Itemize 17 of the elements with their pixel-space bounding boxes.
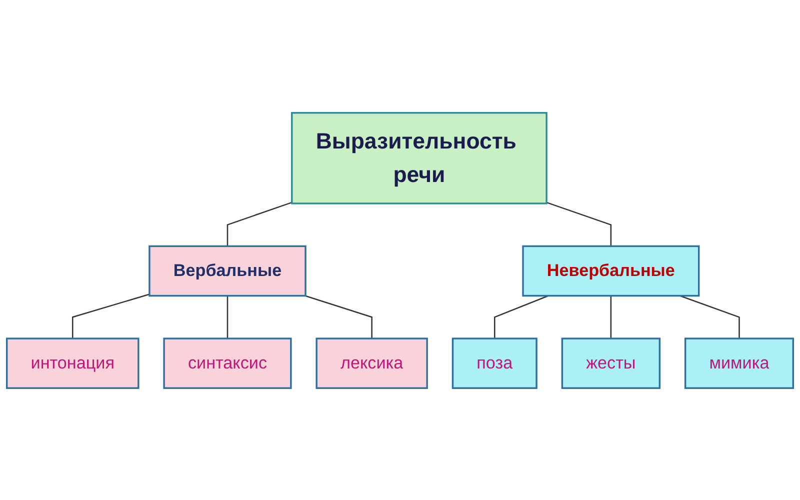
connector	[494, 294, 549, 338]
connector	[304, 294, 372, 338]
connector	[546, 201, 612, 246]
node-box: Выразительность речи	[291, 112, 548, 204]
connector	[226, 295, 228, 338]
node-box: мимика	[684, 337, 794, 388]
node-box: поза	[452, 337, 538, 388]
node-box: Невербальные	[522, 244, 700, 296]
connector	[72, 293, 150, 338]
connector	[226, 201, 292, 246]
node-box: интонация	[6, 337, 140, 388]
node-box: лексика	[316, 337, 428, 388]
node-box: синтаксис	[163, 337, 292, 388]
connector	[680, 294, 740, 338]
node-box: Вербальные	[148, 244, 306, 296]
connector	[610, 295, 612, 338]
node-box: жесты	[561, 337, 661, 388]
